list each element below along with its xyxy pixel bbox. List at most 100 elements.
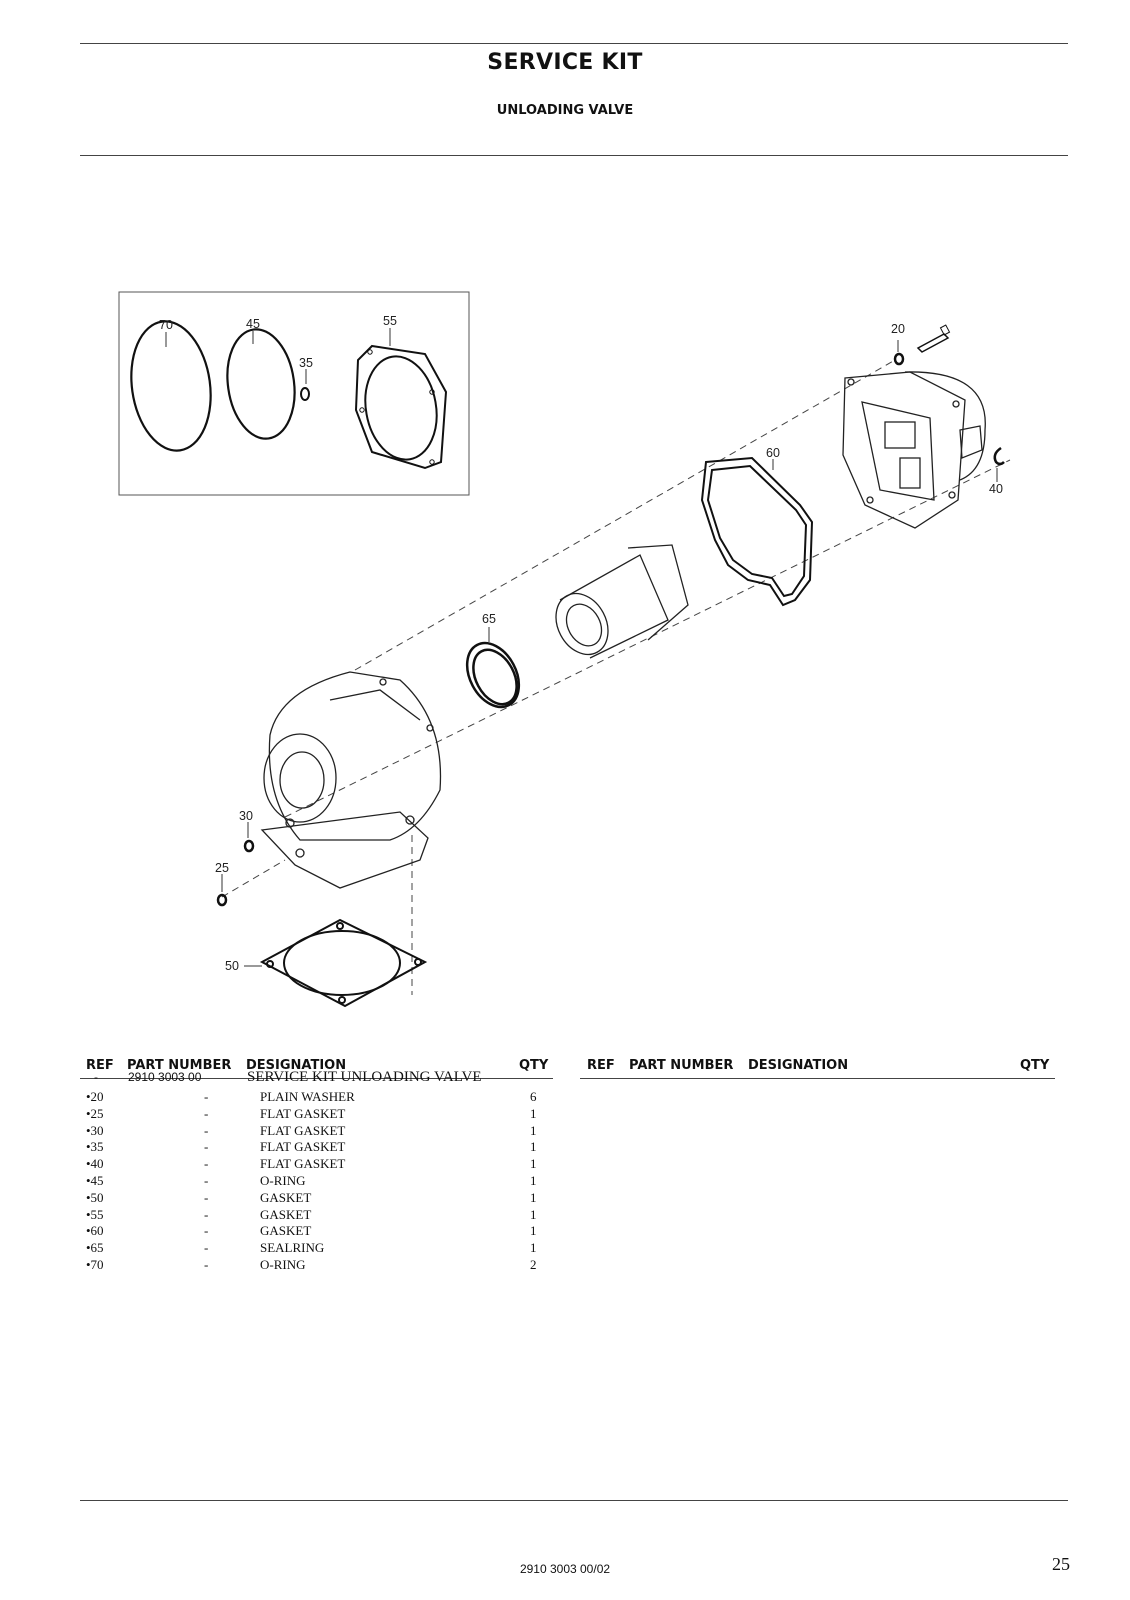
table-row: •60 - GASKET 1 <box>0 1223 560 1239</box>
table-cell-ref: •60 <box>86 1223 104 1239</box>
callout-65: 65 <box>482 612 496 626</box>
part-20-plain-washer <box>893 324 951 366</box>
callout-70: 70 <box>159 318 173 332</box>
part-30-flat-gasket <box>243 839 255 853</box>
page-title: SERVICE KIT <box>487 50 643 75</box>
exploded-view-drawing: 70 45 35 55 20 60 40 65 30 25 50 <box>118 291 1011 1008</box>
part-40-flat-gasket <box>993 446 1005 482</box>
table-cell-qty: 1 <box>530 1139 537 1155</box>
table-cell-qty: 1 <box>530 1206 537 1222</box>
table-cell-part-number: - <box>204 1139 209 1155</box>
callout-60: 60 <box>766 446 780 460</box>
table-cell-designation: O-RING <box>260 1173 306 1188</box>
table-cell-designation: FLAT GASKET <box>260 1122 346 1138</box>
part-45-o-ring <box>226 328 296 440</box>
table-cell-ref: •45 <box>86 1173 104 1188</box>
callout-45: 45 <box>246 317 260 331</box>
table-cell-part-number: - <box>204 1189 209 1205</box>
table-row: •35 - FLAT GASKET 1 <box>0 1139 560 1155</box>
table-cell-qty: 1 <box>530 1223 537 1239</box>
table-cell-ref: •50 <box>86 1189 104 1205</box>
callout-20: 20 <box>891 322 905 336</box>
table-cell-designation: GASKET <box>260 1206 312 1222</box>
callout-40: 40 <box>989 482 1003 496</box>
table-cell-part-number: - <box>204 1257 209 1272</box>
table-header-left: REF PART NUMBER DESIGNATION QTY <box>0 1058 560 1078</box>
part-60-gasket <box>700 456 814 607</box>
table-cell-part-number: - <box>204 1206 209 1222</box>
table-cell-ref: •20 <box>86 1089 104 1104</box>
valve-housing-cover <box>842 371 986 529</box>
table-cell-ref: •35 <box>86 1139 104 1155</box>
table-cell-designation: SEALRING <box>260 1240 325 1256</box>
table-cell-ref: •25 <box>86 1105 104 1121</box>
table-header-right: REF PART NUMBER DESIGNATION QTY <box>0 1058 1130 1078</box>
table-cell-part-number: - <box>204 1105 209 1121</box>
table-cell-part-number: - <box>204 1089 209 1104</box>
inset-box <box>118 291 470 496</box>
table-row: •20 - PLAIN WASHER 6 <box>0 1089 560 1105</box>
callout-25: 25 <box>215 861 229 875</box>
table-cell-designation: GASKET <box>260 1189 312 1205</box>
table-cell-designation: FLAT GASKET <box>260 1105 346 1121</box>
table-cell-ref: •40 <box>86 1156 104 1172</box>
top-rule <box>80 43 1068 44</box>
col-qty: QTY <box>519 1058 549 1073</box>
table-row: •40 - FLAT GASKET 1 <box>0 1156 560 1172</box>
valve-sleeve <box>555 544 689 659</box>
table-cell-designation: FLAT GASKET <box>260 1139 346 1155</box>
table-cell-qty: 1 <box>530 1240 537 1256</box>
footer-rule <box>80 1500 1068 1501</box>
valve-body <box>260 671 442 889</box>
col-part-number-right: PART NUMBER <box>629 1058 734 1073</box>
header-bottom-rule <box>80 155 1068 156</box>
table-row: •45 - O-RING 1 <box>0 1173 560 1189</box>
table-header-rule-right <box>580 1078 1055 1079</box>
callout-30: 30 <box>239 809 253 823</box>
part-35-flat-gasket <box>300 387 310 401</box>
col-part-number: PART NUMBER <box>127 1058 232 1073</box>
table-cell-ref: •30 <box>86 1122 104 1138</box>
page-number: 25 <box>1052 1554 1070 1574</box>
table-cell-ref: •55 <box>86 1206 104 1222</box>
table-cell-qty: 1 <box>530 1156 537 1172</box>
table-row: •55 - GASKET 1 <box>0 1207 560 1223</box>
table-cell-designation: FLAT GASKET <box>260 1156 346 1172</box>
col-qty-right: QTY <box>1020 1058 1050 1073</box>
part-25-flat-gasket <box>216 893 228 907</box>
table-row-kit: - 2910 3003 00 SERVICE KIT UNLOADING VAL… <box>0 1069 560 1087</box>
table-cell-qty: 1 <box>530 1173 537 1188</box>
col-designation-right: DESIGNATION <box>748 1058 849 1073</box>
table-cell-qty: 6 <box>530 1089 537 1104</box>
table-cell-qty: 1 <box>530 1189 537 1205</box>
table-cell-designation: PLAIN WASHER <box>260 1089 355 1104</box>
kit-ref: - <box>94 1070 98 1084</box>
document-number: 2910 3003 00/02 <box>519 1562 611 1576</box>
table-cell-part-number: - <box>204 1223 209 1239</box>
callout-55: 55 <box>383 314 397 328</box>
table-cell-part-number: - <box>204 1173 209 1188</box>
table-cell-part-number: - <box>204 1156 209 1172</box>
table-cell-qty: 2 <box>530 1257 537 1272</box>
part-50-gasket <box>259 918 428 1008</box>
table-header-rule-left <box>80 1078 553 1079</box>
table-row: •50 - GASKET 1 <box>0 1190 560 1206</box>
table-cell-ref: •70 <box>86 1257 104 1272</box>
table-cell-part-number: - <box>204 1240 209 1256</box>
table-cell-part-number: - <box>204 1122 209 1138</box>
part-70-o-ring <box>130 320 212 452</box>
table-cell-designation: O-RING <box>260 1257 306 1272</box>
col-designation: DESIGNATION <box>246 1058 347 1073</box>
exploded-view-svg: 70 45 35 55 20 60 40 65 30 25 50 <box>118 291 1011 1008</box>
col-ref-right: REF <box>587 1058 615 1073</box>
callout-35: 35 <box>299 356 313 370</box>
kit-designation: SERVICE KIT UNLOADING VALVE <box>247 1069 482 1085</box>
table-row: •25 - FLAT GASKET 1 <box>0 1106 560 1122</box>
page-subtitle: UNLOADING VALVE <box>496 103 634 118</box>
part-65-sealring <box>465 641 521 709</box>
table-cell-qty: 1 <box>530 1105 537 1121</box>
table-row: •70 - O-RING 2 <box>0 1257 560 1273</box>
table-cell-designation: GASKET <box>260 1223 312 1239</box>
table-cell-qty: 1 <box>530 1122 537 1138</box>
